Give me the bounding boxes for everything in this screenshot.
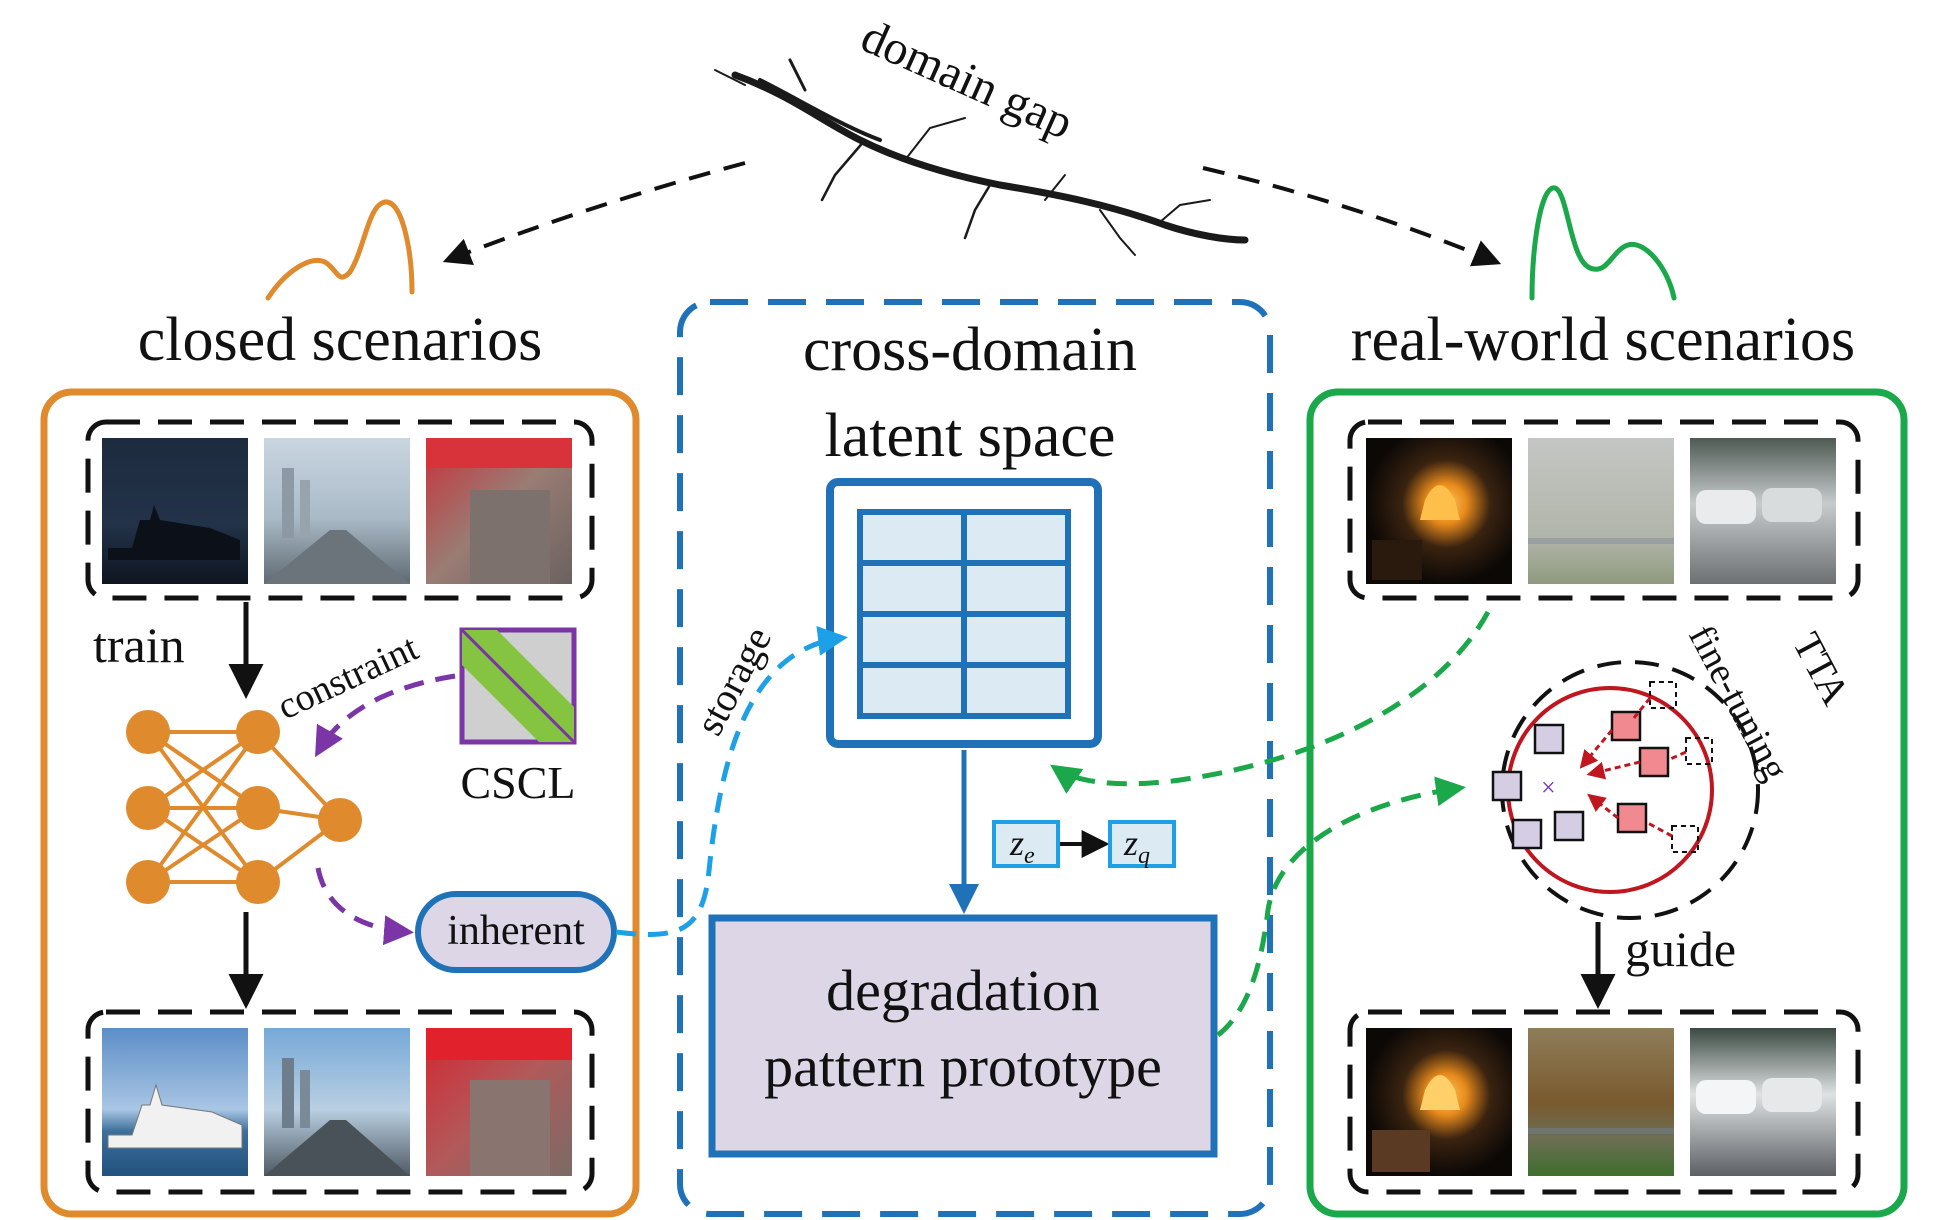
restored-image-ship bbox=[102, 1028, 248, 1176]
latent-space-title: latent space bbox=[825, 402, 1116, 470]
cscl-icon bbox=[459, 627, 577, 745]
pattern-prototype-label: pattern prototype bbox=[764, 1034, 1162, 1099]
degraded-image-road bbox=[264, 438, 410, 584]
real-image-foggy-park bbox=[1528, 438, 1674, 584]
inherent-box bbox=[415, 891, 617, 973]
real-image-rainy-cars bbox=[1690, 438, 1836, 584]
real-restored-park bbox=[1528, 1028, 1674, 1176]
real-restored-lamp bbox=[1366, 1028, 1512, 1176]
degraded-image-storefront bbox=[426, 438, 572, 584]
orange-distribution-icon bbox=[265, 199, 415, 301]
closed-scenarios-title: closed scenarios bbox=[138, 306, 543, 374]
restored-images-strip bbox=[85, 1009, 595, 1195]
real-world-scenarios-title: real-world scenarios bbox=[1351, 306, 1855, 374]
svg-text:×: × bbox=[1541, 773, 1556, 802]
storage-arrow bbox=[615, 625, 848, 937]
gap-arrow-left bbox=[442, 161, 746, 265]
z-e-box bbox=[992, 820, 1060, 868]
train-label: train bbox=[93, 617, 185, 673]
degraded-image-ship bbox=[102, 438, 248, 584]
domain-gap-label: domain gap bbox=[854, 10, 1081, 150]
degraded-images-strip bbox=[85, 419, 595, 601]
green-distribution-icon bbox=[1529, 185, 1677, 301]
neural-network-icon bbox=[126, 710, 362, 904]
crack-icon bbox=[714, 58, 1249, 256]
z-q-label: zq bbox=[1123, 823, 1150, 869]
guide-label: guide bbox=[1625, 921, 1736, 977]
z-e-label: ze bbox=[1009, 823, 1035, 869]
codebook-grid-icon bbox=[826, 478, 1102, 748]
inherent-arrow bbox=[315, 867, 414, 946]
z-q-box bbox=[1108, 820, 1176, 868]
fine-tuning-label: fine-tuning bbox=[1680, 619, 1796, 788]
degradation-prototype-box bbox=[708, 914, 1218, 1158]
real-image-lamp-dark bbox=[1366, 438, 1512, 584]
restored-image-storefront bbox=[426, 1028, 572, 1176]
real-degraded-strip bbox=[1347, 419, 1861, 601]
closed-scenarios-panel bbox=[40, 388, 640, 1218]
degradation-label: degradation bbox=[826, 958, 1100, 1023]
inherent-label: inherent bbox=[447, 908, 585, 954]
guide-prior-arrow bbox=[1216, 776, 1466, 1037]
gap-arrow-right bbox=[1202, 166, 1502, 267]
cluster-circle-icon: × bbox=[1491, 660, 1760, 920]
real-restored-strip bbox=[1347, 1009, 1861, 1195]
query-arrow bbox=[1050, 610, 1491, 794]
cscl-label: CSCL bbox=[460, 757, 575, 808]
constraint-label: constraint bbox=[271, 627, 425, 729]
cross-domain-panel bbox=[677, 299, 1273, 1217]
restored-image-road bbox=[264, 1028, 410, 1176]
tta-label: TTA bbox=[1784, 625, 1859, 712]
cross-domain-title: cross-domain bbox=[803, 316, 1137, 384]
real-restored-cars bbox=[1690, 1028, 1836, 1176]
constraint-arrow bbox=[315, 673, 456, 758]
real-world-panel bbox=[1306, 388, 1908, 1218]
